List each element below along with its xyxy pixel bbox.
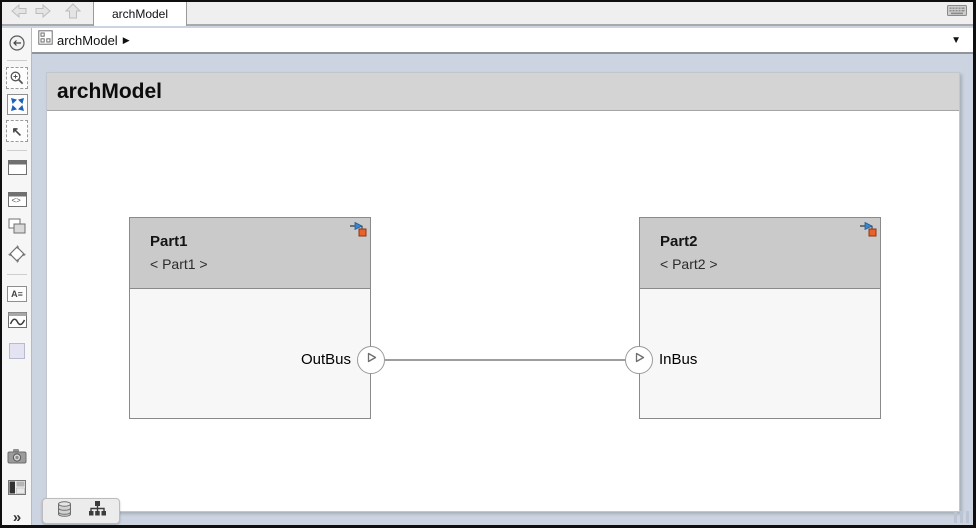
port-outbus[interactable] bbox=[357, 346, 385, 374]
breadcrumb-dropdown-icon[interactable]: ▼ bbox=[951, 35, 961, 46]
forward-button[interactable] bbox=[33, 3, 57, 24]
keyboard-icon bbox=[947, 4, 967, 22]
palette-separator bbox=[7, 274, 27, 275]
connector-line[interactable] bbox=[385, 359, 625, 361]
image-tiles-button[interactable] bbox=[6, 479, 28, 501]
code-view-button[interactable]: <> bbox=[6, 188, 28, 210]
screenshot-button[interactable] bbox=[6, 447, 28, 469]
cursor-arrow-icon: ↖ bbox=[6, 120, 28, 142]
hide-browser-button[interactable] bbox=[6, 34, 28, 56]
component-part1[interactable]: Part1 < Part1 > bbox=[129, 217, 371, 419]
component-part1-header: Part1 < Part1 > bbox=[130, 218, 370, 289]
forward-arrow-icon bbox=[35, 3, 55, 24]
copy-icon bbox=[8, 218, 26, 239]
code-view-icon: <> bbox=[7, 191, 27, 207]
breadcrumb-model-label[interactable]: archModel bbox=[57, 32, 118, 48]
back-button[interactable] bbox=[5, 3, 29, 24]
area-button[interactable] bbox=[6, 340, 28, 362]
annotation-button[interactable]: A≡ bbox=[6, 283, 28, 305]
diamond-arrows-icon bbox=[8, 244, 26, 268]
up-arrow-icon bbox=[64, 2, 82, 25]
diagram-page[interactable]: archModel Part1 < Part1 > bbox=[46, 72, 960, 512]
tab-label: archModel bbox=[111, 7, 169, 21]
viewport-icon bbox=[7, 160, 27, 180]
area-icon bbox=[9, 343, 25, 359]
annotation-icon: A≡ bbox=[7, 286, 27, 302]
zoom-region-button[interactable] bbox=[6, 67, 28, 89]
fit-to-view-icon bbox=[6, 93, 28, 115]
image-annotation-button[interactable] bbox=[6, 311, 28, 333]
output-port-triangle-icon bbox=[365, 351, 378, 369]
component-part2[interactable]: Part2 < Part2 > bbox=[639, 217, 881, 419]
back-arrow-icon bbox=[7, 3, 27, 24]
port-label-inbus: InBus bbox=[659, 351, 698, 368]
breadcrumb: archModel ▶ ▼ bbox=[32, 28, 973, 54]
content-row: ↖ bbox=[2, 28, 973, 525]
component-stereotype: < Part1 > bbox=[150, 256, 208, 272]
tab-archmodel[interactable]: archModel bbox=[93, 2, 187, 26]
diagram-title: archModel bbox=[57, 79, 163, 103]
double-chevron-icon: » bbox=[12, 508, 22, 526]
magnifier-icon bbox=[6, 67, 28, 89]
palette-expand-button[interactable]: » bbox=[6, 506, 28, 526]
palette-separator bbox=[7, 60, 27, 61]
tab-bar: archModel bbox=[2, 2, 973, 26]
circle-left-arrow-icon bbox=[8, 34, 26, 57]
auto-arrange-button[interactable] bbox=[6, 244, 28, 268]
up-button[interactable] bbox=[61, 2, 85, 25]
camera-icon bbox=[7, 448, 27, 469]
palette-toolbar: ↖ bbox=[2, 28, 32, 525]
resize-grip[interactable] bbox=[954, 511, 969, 523]
model-hierarchy-button[interactable] bbox=[86, 501, 110, 521]
viewport-button[interactable] bbox=[6, 159, 28, 181]
diagram-canvas[interactable]: archModel Part1 < Part1 > bbox=[32, 54, 973, 525]
palette-separator bbox=[7, 150, 27, 151]
main-area: archModel ▶ ▼ archModel Part1 bbox=[32, 28, 973, 525]
component-name: Part1 bbox=[150, 233, 188, 250]
keyboard-shortcuts-button[interactable] bbox=[946, 5, 968, 21]
canvas-mini-toolbar bbox=[42, 498, 120, 524]
breadcrumb-expand-icon[interactable]: ▶ bbox=[122, 34, 130, 45]
image-tiles-icon bbox=[8, 480, 26, 500]
tree-hierarchy-icon bbox=[88, 500, 107, 522]
simulink-behavior-badge-icon[interactable] bbox=[349, 221, 367, 243]
simulink-behavior-badge-icon[interactable] bbox=[859, 221, 877, 243]
interface-editor-button[interactable] bbox=[52, 500, 76, 523]
fit-to-view-button[interactable] bbox=[6, 93, 28, 115]
component-part2-header: Part2 < Part2 > bbox=[640, 218, 880, 289]
diagram-title-band: archModel bbox=[47, 73, 959, 111]
component-stereotype: < Part2 > bbox=[660, 256, 718, 272]
select-region-button[interactable]: ↖ bbox=[6, 120, 28, 142]
input-port-triangle-icon bbox=[633, 351, 646, 369]
component-name: Part2 bbox=[660, 233, 698, 250]
copy-view-button[interactable] bbox=[6, 217, 28, 239]
database-icon bbox=[56, 500, 73, 523]
port-label-outbus: OutBus bbox=[300, 351, 351, 368]
model-icon bbox=[38, 30, 53, 50]
port-inbus[interactable] bbox=[625, 346, 653, 374]
image-waveform-icon bbox=[7, 311, 27, 333]
